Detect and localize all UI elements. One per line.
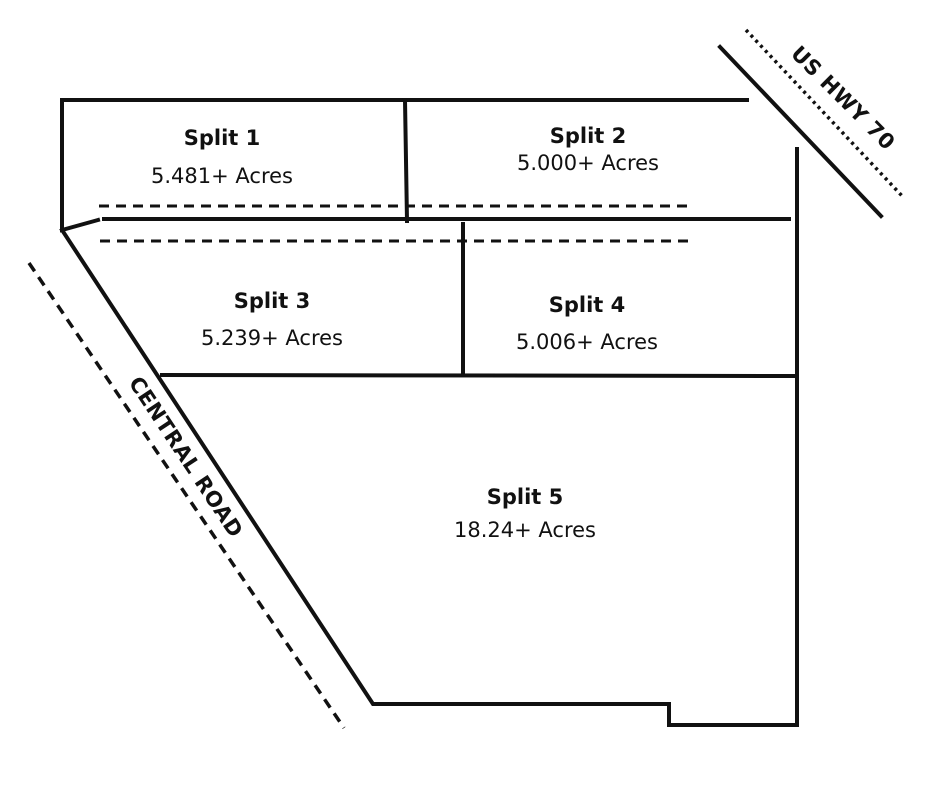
us-hwy-70-edge-line: [717, 44, 884, 219]
parcel-title: Split 2: [550, 124, 627, 148]
us-hwy-70-label: US HWY 70: [786, 41, 899, 154]
parcel-title: Split 1: [184, 126, 261, 150]
parcel-acreage: 5.000+ Acres: [517, 151, 659, 175]
parcel-acreage: 5.481+ Acres: [151, 164, 293, 188]
split-line-middle-row: [159, 372, 800, 379]
parcel-acreage: 18.24+ Acres: [454, 518, 596, 542]
parcel-acreage: 5.239+ Acres: [201, 326, 343, 350]
parcel-split-5: Split 5 18.24+ Acres: [454, 485, 596, 542]
parcel-title: Split 3: [234, 289, 311, 313]
property-boundary-outer: [59, 98, 799, 727]
central-road-dashed-line: [27, 262, 346, 729]
parcel-title: Split 4: [549, 293, 626, 317]
split-line-1-2: [402, 97, 410, 224]
parcel-split-3: Split 3 5.239+ Acres: [201, 289, 343, 350]
parcel-split-4: Split 4 5.006+ Acres: [516, 293, 658, 354]
parcel-acreage: 5.006+ Acres: [516, 330, 658, 354]
parcel-title: Split 5: [487, 485, 564, 509]
parcel-split-2: Split 2 5.000+ Acres: [517, 124, 659, 175]
parcel-split-1: Split 1 5.481+ Acres: [151, 126, 293, 188]
central-road-label: CENTRAL ROAD: [124, 372, 248, 542]
us-hwy-70-dotted-line: [744, 28, 906, 200]
